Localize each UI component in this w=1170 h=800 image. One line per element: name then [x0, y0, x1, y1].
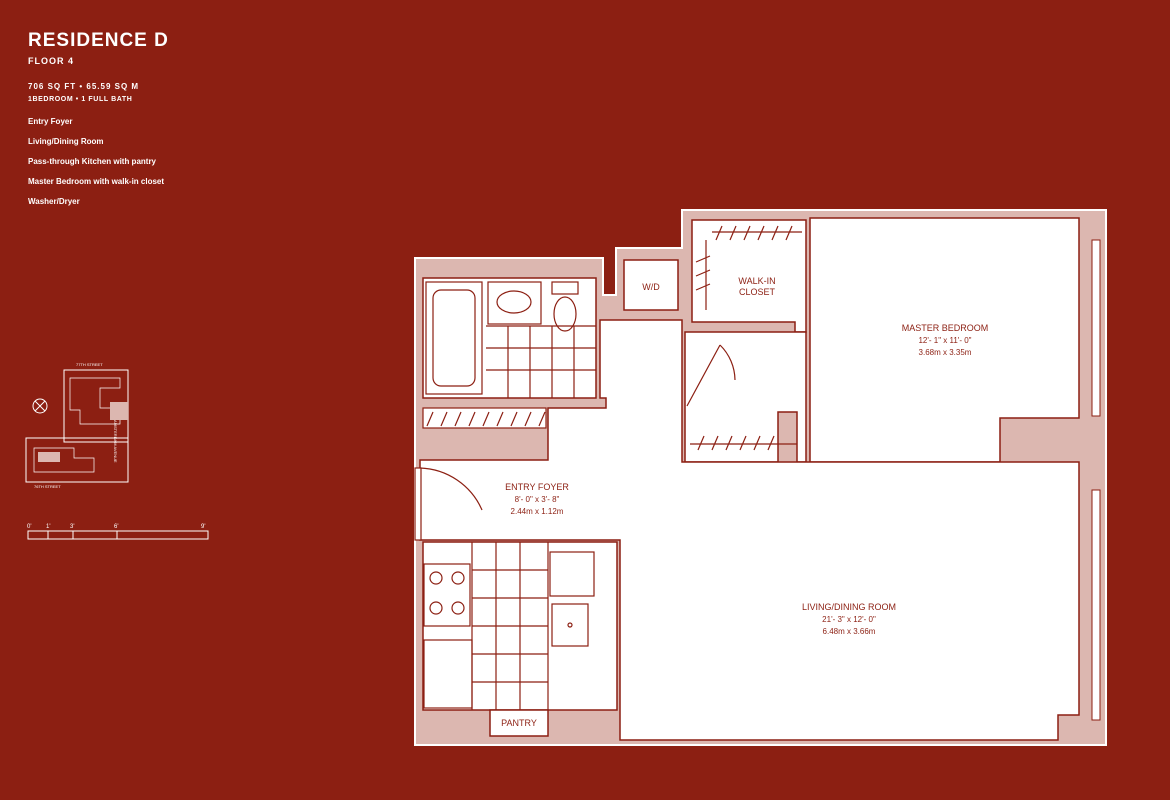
entry-foyer-dim-ft: 8'- 0" x 3'- 8" — [515, 495, 560, 504]
feature-item: Washer/Dryer — [28, 197, 80, 206]
doors — [414, 344, 736, 541]
foyer-living — [419, 319, 1080, 741]
key-plan-avenue: AMSTERDAM AVENUE — [113, 420, 118, 463]
area-label: 706 SQ FT • 65.59 SQ M — [28, 82, 140, 91]
closet-door — [686, 344, 736, 407]
wd-label: W/D — [642, 282, 660, 292]
master-bedroom-dim-ft: 12'- 1" x 11'- 0" — [918, 336, 971, 345]
scale-tick: 1' — [46, 524, 50, 530]
master-bedroom-label: MASTER BEDROOM — [902, 323, 989, 333]
counter — [549, 551, 595, 597]
key-plan-building — [25, 437, 129, 483]
toilet-tank — [551, 281, 579, 295]
bathroom-fixtures — [425, 281, 596, 398]
closet-shelving — [422, 225, 802, 451]
residence-info: RESIDENCE D FLOOR 4 706 SQ FT • 65.59 SQ… — [28, 30, 169, 217]
bathtub-icon — [425, 281, 483, 395]
room-floors — [419, 217, 1080, 741]
feature-item: Living/Dining Room — [28, 137, 104, 146]
closet-label: WALK-IN — [738, 276, 775, 286]
kitchen-fixtures — [423, 542, 595, 710]
windows — [1091, 239, 1101, 721]
pantry-label: PANTRY — [501, 718, 537, 728]
north-arrow-icon — [32, 398, 48, 414]
key-plan-highlight — [38, 452, 60, 462]
scale-tick: 0' — [27, 524, 31, 530]
floor-label: FLOOR 4 — [28, 56, 75, 66]
bathroom — [422, 277, 597, 399]
living-room-dim-ft: 21'- 3" x 12'- 0" — [822, 615, 876, 624]
scale-tick: 3' — [70, 524, 74, 530]
kitchen-sink-icon — [551, 603, 589, 647]
room-labels: W/D WALK-IN CLOSET MASTER BEDROOM 12'- 1… — [501, 276, 988, 728]
toilet-icon — [553, 296, 577, 332]
entry-foyer-dim-m: 2.44m x 1.12m — [511, 507, 564, 516]
sink-icon — [496, 290, 532, 314]
scale-bar: 0' 1' 3' 6' 9' — [27, 524, 209, 540]
master-bedroom-dim-m: 3.68m x 3.35m — [919, 348, 972, 357]
key-plan-street-top: 77TH STREET — [76, 362, 103, 367]
bed-bath-label: 1BEDROOM • 1 FULL BATH — [28, 96, 133, 103]
entry-foyer-label: ENTRY FOYER — [505, 482, 569, 492]
washer-dryer-closet — [623, 259, 679, 311]
pantry — [489, 709, 549, 737]
stove-icon — [423, 563, 471, 627]
feature-item: Entry Foyer — [28, 117, 73, 126]
key-plan: 77TH STREET 76TH STREET AMSTERDAM AVENUE — [25, 362, 129, 489]
key-plan-unit-highlight — [110, 402, 128, 420]
residence-title: RESIDENCE D — [28, 30, 169, 51]
scale-tick: 6' — [114, 524, 118, 530]
scale-tick: 9' — [201, 524, 205, 530]
living-room-dim-m: 6.48m x 3.66m — [823, 627, 876, 636]
living-room-label: LIVING/DINING ROOM — [802, 602, 896, 612]
feature-item: Pass-through Kitchen with pantry — [28, 157, 157, 166]
key-plan-street-bottom: 76TH STREET — [34, 484, 61, 489]
closet-label: CLOSET — [739, 287, 776, 297]
bathtub-inner — [432, 289, 476, 387]
sink-counter — [487, 281, 542, 325]
feature-list: Entry Foyer Living/Dining Room Pass-thro… — [28, 117, 169, 206]
walk-in-closet — [691, 219, 807, 333]
feature-item: Master Bedroom with walk-in closet — [28, 177, 165, 186]
